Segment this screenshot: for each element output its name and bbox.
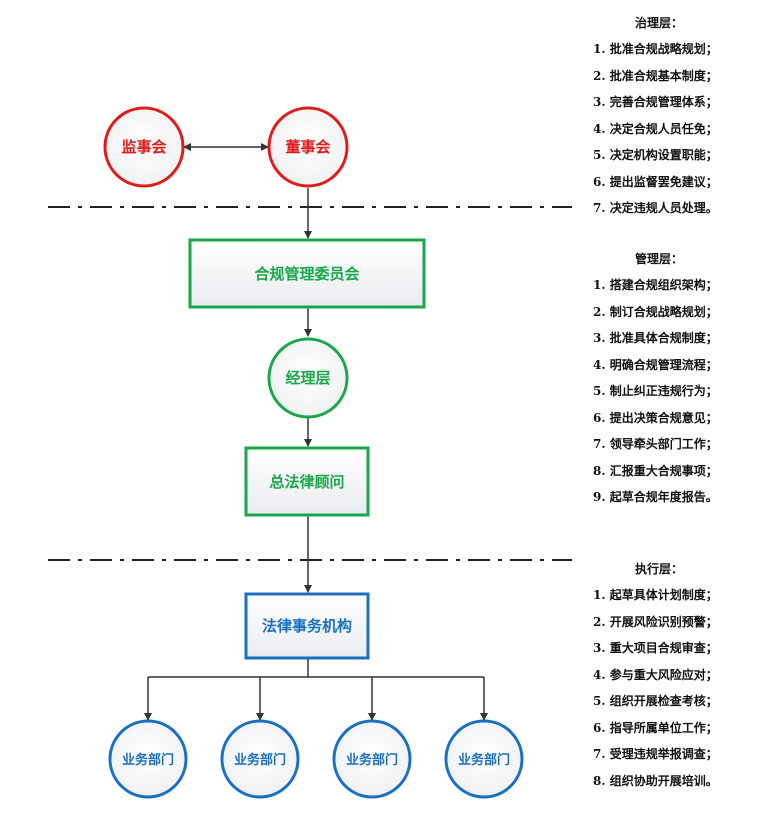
panel-item: 5. 决定机构设置职能； <box>593 148 718 162</box>
panel-item: 8. 汇报重大合规事项； <box>593 463 718 478</box>
panel-item: 2. 开展风险识别预警； <box>593 614 718 629</box>
panel-item: 7. 决定违规人员处理。 <box>593 201 718 215</box>
panel-item: 6. 提出决策合规意见； <box>593 410 718 425</box>
panel-item: 7. 受理违规举报调查； <box>593 747 718 761</box>
panel-item: 4. 决定合规人员任免； <box>593 121 718 136</box>
business-unit-label: 业务部门 <box>346 752 398 768</box>
panel-management: 管理层： 1. 搭建合规组织架构； 2. 制订合规战略规划； 3. 批准具体合规… <box>593 246 765 511</box>
node-legal-affairs-label: 法律事务机构 <box>262 617 352 635</box>
panel-item: 6. 提出监督罢免建议； <box>593 174 718 189</box>
panel-item: 3. 完善合规管理体系； <box>593 95 718 109</box>
panel-item: 2. 批准合规基本制度； <box>593 68 718 83</box>
node-compliance-committee: 合规管理委员会 <box>188 238 426 309</box>
panel-governance: 治理层： 1. 批准合规战略规划； 2. 批准合规基本制度； 3. 完善合规管理… <box>593 10 765 222</box>
node-board-label: 董事会 <box>285 138 330 156</box>
panel-governance-title: 治理层： <box>634 16 683 30</box>
panel-item: 6. 指导所属单位工作； <box>593 720 718 735</box>
node-general-counsel-label: 总法律顾问 <box>269 473 344 491</box>
panel-item: 2. 制订合规战略规划； <box>593 304 718 319</box>
panel-item: 4. 参与重大风险应对； <box>593 667 718 682</box>
node-supervisory-board-label: 监事会 <box>121 138 166 156</box>
node-general-counsel: 总法律顾问 <box>244 446 370 517</box>
node-supervisory-board: 监事会 <box>103 106 185 188</box>
panel-execution: 执行层： 1. 起草具体计划制度； 2. 开展风险识别预警； 3. 重大项目合规… <box>593 556 765 794</box>
business-unit-label: 业务部门 <box>122 752 174 768</box>
panel-item: 5. 制止纠正违规行为； <box>593 384 718 398</box>
node-board-of-directors: 董事会 <box>267 106 349 188</box>
node-management-layer-label: 经理层 <box>285 369 330 387</box>
node-business-unit: 业务部门 <box>220 719 300 799</box>
node-business-unit: 业务部门 <box>108 719 188 799</box>
node-legal-affairs: 法律事务机构 <box>244 592 370 660</box>
panel-execution-title: 执行层： <box>634 562 683 576</box>
panel-item: 1. 起草具体计划制度； <box>593 588 718 602</box>
panel-item: 3. 重大项目合规审查； <box>593 641 718 655</box>
panel-item: 4. 明确合规管理流程； <box>593 357 718 372</box>
panel-item: 1. 批准合规战略规划； <box>593 42 718 56</box>
connector-legal-units <box>144 658 488 721</box>
panel-item: 8. 组织协助开展培训。 <box>593 773 718 788</box>
panel-item: 7. 领导牵头部门工作； <box>593 437 718 451</box>
panel-item: 9. 起草合规年度报告。 <box>593 490 718 504</box>
node-management-layer: 经理层 <box>267 337 349 419</box>
panel-item: 1. 搭建合规组织架构； <box>593 278 718 292</box>
node-compliance-committee-label: 合规管理委员会 <box>253 265 359 283</box>
panel-item: 3. 批准具体合规制度； <box>593 331 718 345</box>
business-unit-label: 业务部门 <box>234 752 286 768</box>
node-business-unit: 业务部门 <box>444 719 524 799</box>
panel-management-title: 管理层： <box>634 252 683 266</box>
panel-item: 5. 组织开展检查考核； <box>593 694 718 708</box>
business-unit-label: 业务部门 <box>458 752 510 768</box>
node-business-unit: 业务部门 <box>332 719 412 799</box>
